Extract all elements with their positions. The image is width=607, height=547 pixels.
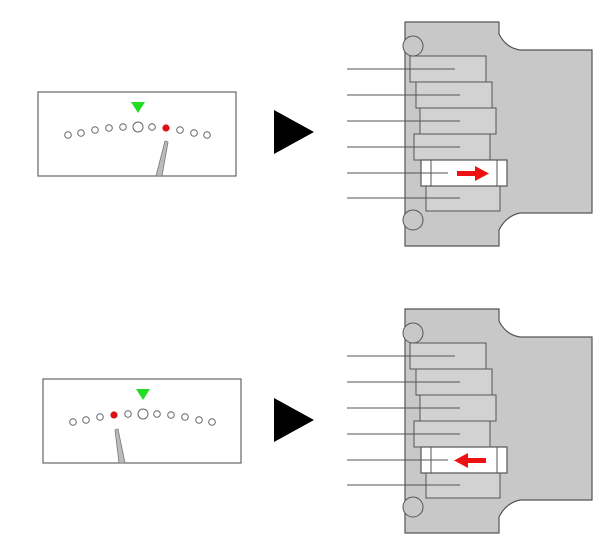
led — [195, 416, 203, 424]
led — [82, 416, 90, 424]
led — [124, 410, 132, 418]
led — [77, 129, 85, 137]
led — [148, 123, 156, 131]
led — [167, 411, 175, 419]
arrow-right-icon — [457, 166, 489, 181]
led — [181, 413, 189, 421]
led — [64, 131, 72, 139]
led — [119, 123, 127, 131]
led — [190, 129, 198, 137]
led — [96, 413, 104, 421]
target-marker — [136, 389, 150, 400]
pointer-arrow — [274, 398, 314, 442]
mounting-screw — [402, 496, 424, 518]
led-center — [132, 121, 144, 133]
mounting-screw — [402, 322, 424, 344]
meter-needle — [114, 428, 126, 464]
step-sharp — [37, 21, 593, 247]
pointer-arrow — [274, 110, 314, 154]
led — [105, 124, 113, 132]
tuner-meter-sharp — [37, 91, 237, 177]
arrow-left-icon — [454, 453, 486, 468]
tuner-meter-flat — [42, 378, 242, 464]
led-row — [64, 121, 211, 139]
led — [69, 418, 77, 426]
bridge-flat — [347, 308, 593, 534]
step-flat — [42, 308, 593, 534]
led-center — [137, 408, 149, 420]
led — [91, 126, 99, 134]
led-lit — [110, 411, 118, 419]
led — [203, 131, 211, 139]
led — [208, 418, 216, 426]
meter-needle — [155, 140, 169, 177]
led-row — [69, 408, 216, 426]
bridge-sharp — [347, 21, 593, 247]
mounting-screw — [402, 209, 424, 231]
led-lit — [162, 124, 170, 132]
led — [153, 410, 161, 418]
mounting-screw — [402, 35, 424, 57]
led — [176, 126, 184, 134]
target-marker — [131, 102, 145, 113]
